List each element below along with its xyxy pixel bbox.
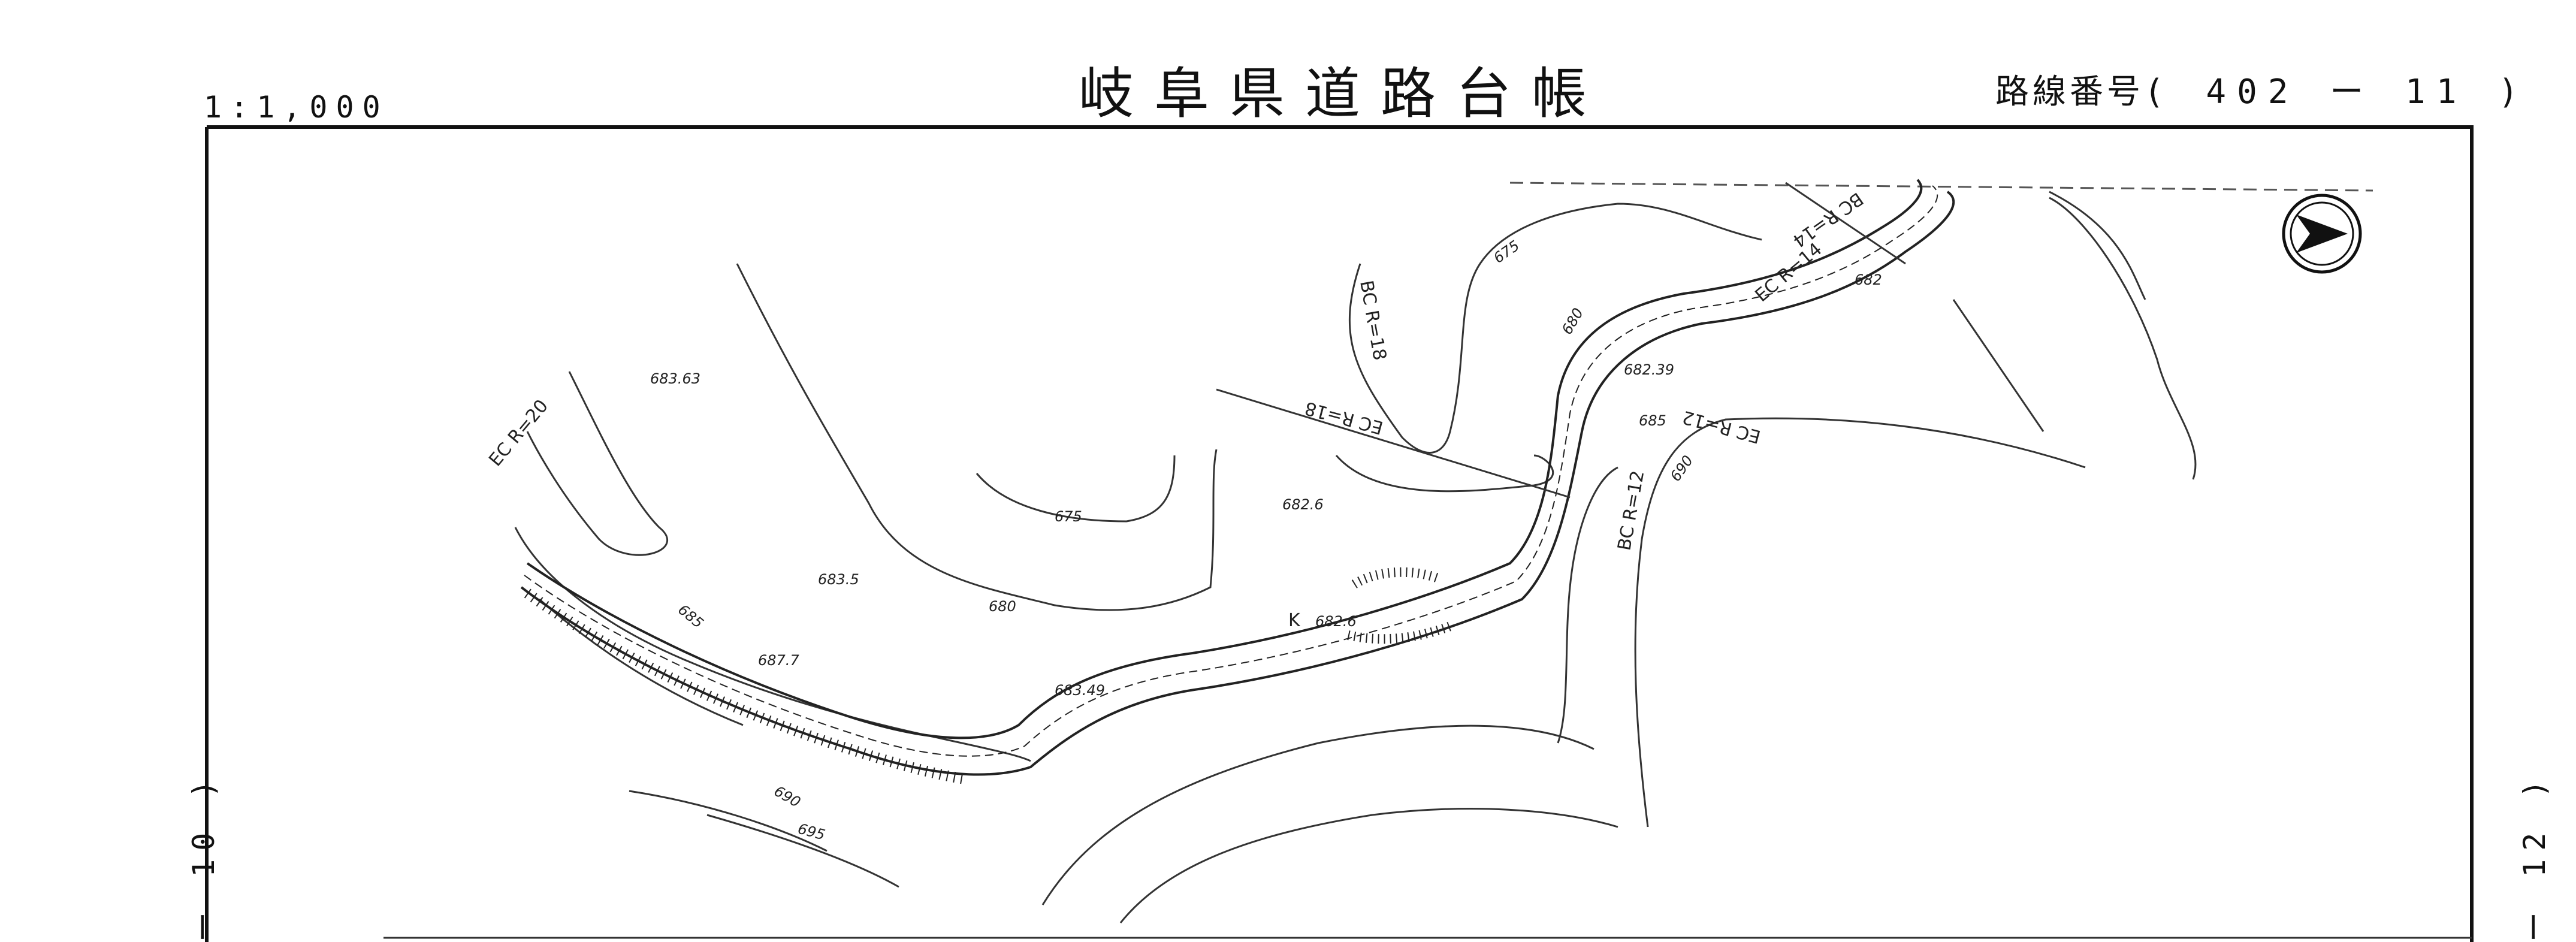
- curve-ec-r12: EC R=12: [1680, 406, 1763, 447]
- map-scale: 1:1,000: [204, 90, 389, 125]
- elev-682-6-k: 682.6: [1315, 613, 1357, 630]
- page-title: 岐阜県道路台帳: [1079, 62, 1608, 126]
- point-marker-k: K: [1288, 610, 1301, 631]
- north-arrow-icon: [2282, 194, 2362, 274]
- contour-675-b: 675: [1490, 237, 1523, 267]
- slope-hatch-lower: [524, 588, 966, 784]
- curve-ec-r18: EC R=18: [1303, 397, 1385, 438]
- route-number-value: ( 402 ー 11 ): [2144, 73, 2529, 111]
- contour-line: [1119, 808, 1618, 923]
- road-edges: [520, 179, 1955, 776]
- elev-683-63: 683.63: [650, 370, 700, 387]
- contour-685-b: 685: [1639, 412, 1666, 429]
- contour-line: [706, 814, 899, 888]
- curve-bc-r12: BC R=12: [1614, 469, 1648, 552]
- curve-bc-r18: BC R=18: [1355, 279, 1390, 362]
- contour-line: [526, 371, 669, 556]
- tangent-bc-r14: [1785, 182, 1906, 265]
- curve-ec-r14: EC R=14: [1751, 238, 1826, 306]
- map-frame: [205, 125, 2474, 942]
- contour-lines: [514, 191, 2197, 923]
- road-edge-outer: [520, 191, 1955, 776]
- contour-line: [629, 790, 828, 852]
- contour-680-b: 680: [1559, 305, 1587, 337]
- contour-line: [2049, 197, 2197, 480]
- tangent-right: [1952, 299, 2045, 432]
- contour-680-a: 680: [989, 598, 1016, 615]
- contour-690-b: 690: [1667, 452, 1696, 485]
- contour-line: [1348, 203, 1762, 454]
- road-edge-inner: [526, 179, 1923, 739]
- tangent-ec-r18: [1216, 388, 1571, 499]
- route-number: 路線番号( 402 ー 11 ): [1995, 65, 2529, 113]
- road-centerline: [524, 185, 1938, 757]
- elev-683-49: 683.49: [1055, 682, 1105, 699]
- elev-683-5: 683.5: [818, 571, 859, 588]
- contour-line: [736, 263, 1218, 611]
- curve-tangents: [1216, 182, 2045, 499]
- contour-line: [1041, 724, 1594, 905]
- top-dash-line: [1509, 182, 2373, 192]
- contour-695: 695: [796, 820, 826, 844]
- elev-687-7: 687.7: [758, 652, 799, 669]
- contour-685-a: 685: [675, 601, 706, 632]
- contour-line: [2049, 191, 2146, 300]
- elev-682-39: 682.39: [1624, 361, 1674, 378]
- elev-682-6: 682.6: [1282, 496, 1324, 513]
- contour-line: [976, 455, 1176, 523]
- contour-675-a: 675: [1055, 508, 1082, 525]
- contour-690-a: 690: [771, 783, 804, 811]
- contour-line: [1634, 417, 2086, 828]
- contour-line: [514, 527, 1031, 762]
- contour-line: [1557, 466, 1618, 744]
- contour-line: [539, 598, 744, 726]
- elev-682: 682: [1855, 271, 1882, 288]
- route-label: 路線番号: [1995, 73, 2144, 111]
- contour-line: [1335, 454, 1554, 493]
- slope-hatch-upper: [1351, 567, 1440, 588]
